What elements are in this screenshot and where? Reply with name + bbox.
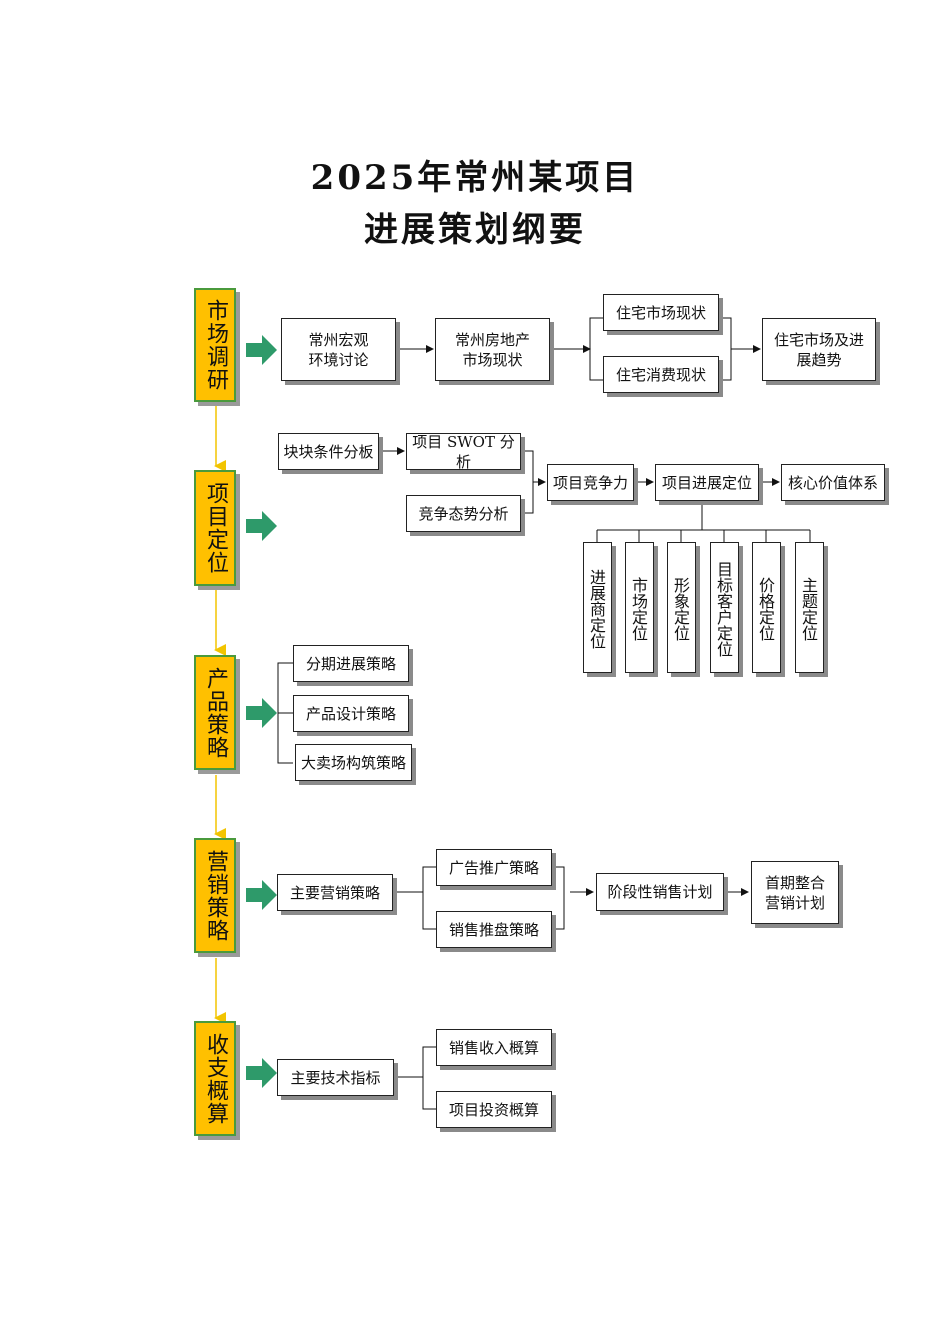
box-sales-release: 销售推盘策略 — [436, 911, 552, 948]
title-line-2: 进展策划纲要 — [364, 210, 586, 250]
box-real-estate-market: 常州房地产 市场现状 — [435, 318, 550, 381]
box-investment-estimate: 项目投资概算 — [436, 1091, 552, 1128]
vbox-price-positioning: 价格定位 — [752, 542, 781, 673]
box-swot-analysis: 项目 SWOT 分析 — [406, 433, 521, 471]
box-product-design: 产品设计策略 — [293, 695, 409, 732]
green-arrow-1-icon — [246, 335, 277, 365]
section-label: 项目定位 — [203, 482, 228, 574]
box-first-phase-marketing: 首期整合 营销计划 — [751, 861, 839, 924]
vbox-developer-positioning: 进展商定位 — [583, 542, 612, 673]
green-arrow-3-icon — [246, 698, 277, 728]
section-label: 市场调研 — [203, 299, 228, 391]
box-macro-environment: 常州宏观 环境讨论 — [281, 318, 396, 381]
title-line-1: 2025年常州某项目 — [310, 158, 640, 198]
section-budget-estimate: 收支概算 — [194, 1021, 236, 1136]
box-phased-sales-plan: 阶段性销售计划 — [596, 873, 724, 911]
vbox-theme-positioning: 主题定位 — [795, 542, 824, 673]
box-technical-indicators: 主要技术指标 — [277, 1059, 394, 1096]
box-mall-construction: 大卖场构筑策略 — [295, 744, 412, 781]
box-phased-development: 分期进展策略 — [293, 645, 409, 682]
box-market-trend: 住宅市场及进 展趋势 — [762, 318, 876, 381]
section-marketing-strategy: 营销策略 — [194, 838, 236, 953]
box-competitiveness: 项目竞争力 — [547, 464, 634, 501]
box-development-positioning: 项目进展定位 — [655, 464, 759, 501]
vbox-target-customer-positioning: 目标客户定位 — [710, 542, 739, 673]
section-label: 收支概算 — [203, 1032, 228, 1125]
section-label: 营销策略 — [203, 849, 228, 942]
box-housing-consumption-status: 住宅消费现状 — [603, 356, 719, 393]
box-sales-revenue: 销售收入概算 — [436, 1029, 552, 1066]
box-housing-market-status: 住宅市场现状 — [603, 294, 719, 331]
box-advertising: 广告推广策略 — [436, 849, 552, 886]
section-market-research: 市场调研 — [194, 288, 236, 402]
section-product-strategy: 产品策略 — [194, 655, 236, 770]
box-core-value-system: 核心价值体系 — [781, 464, 885, 501]
box-main-marketing: 主要营销策略 — [277, 874, 393, 911]
box-site-conditions: 块块条件分板 — [278, 433, 379, 470]
vbox-market-positioning: 市场定位 — [625, 542, 654, 673]
green-arrow-2-icon — [246, 511, 277, 541]
section-label: 产品策略 — [203, 666, 228, 759]
green-arrow-5-icon — [246, 1058, 277, 1088]
section-project-positioning: 项目定位 — [194, 470, 236, 586]
box-competition-analysis: 竞争态势分析 — [406, 495, 521, 532]
green-arrow-4-icon — [246, 880, 277, 910]
vbox-image-positioning: 形象定位 — [667, 542, 696, 673]
